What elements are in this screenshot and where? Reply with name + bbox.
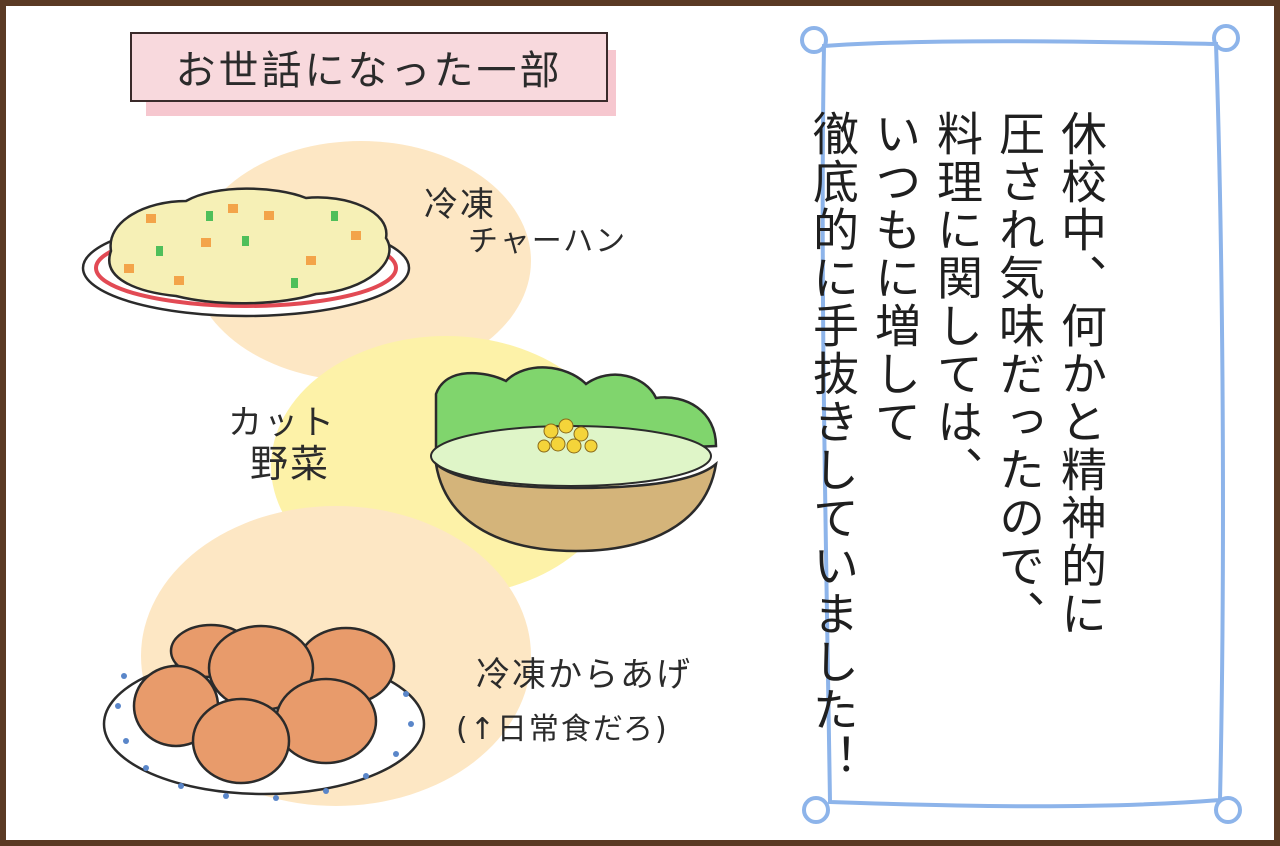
narration-frame	[800, 24, 1242, 824]
narration-text: 休校中、何かと精神的に 圧され気味だったので、 料理に関しては、 いつもに増して…	[806, 110, 1108, 782]
label-line: チャーハン	[468, 224, 628, 260]
label-line: 冷凍からあげ	[476, 655, 692, 695]
food-illustrations	[81, 141, 718, 806]
label-frozen-fried-rice: 冷凍 チャーハン	[424, 185, 628, 260]
narration-box: 休校中、何かと精神的に 圧され気味だったので、 料理に関しては、 いつもに増して…	[806, 50, 1202, 804]
fried-rice-plate	[81, 187, 411, 318]
label-line: カット	[228, 403, 336, 443]
panel-title: お世話になった一部	[130, 32, 608, 102]
label-cut-vegetables: カット 野菜	[228, 403, 336, 487]
cut-vegetable-salad-bowl	[430, 366, 718, 553]
label-line: 冷凍	[424, 185, 496, 225]
fried-chicken-plate	[102, 623, 426, 801]
label-line: 野菜	[250, 442, 331, 487]
label-frozen-fried-chicken: 冷凍からあげ (↑日常食だろ)	[456, 655, 692, 748]
label-line: (↑日常食だろ)	[456, 712, 669, 748]
